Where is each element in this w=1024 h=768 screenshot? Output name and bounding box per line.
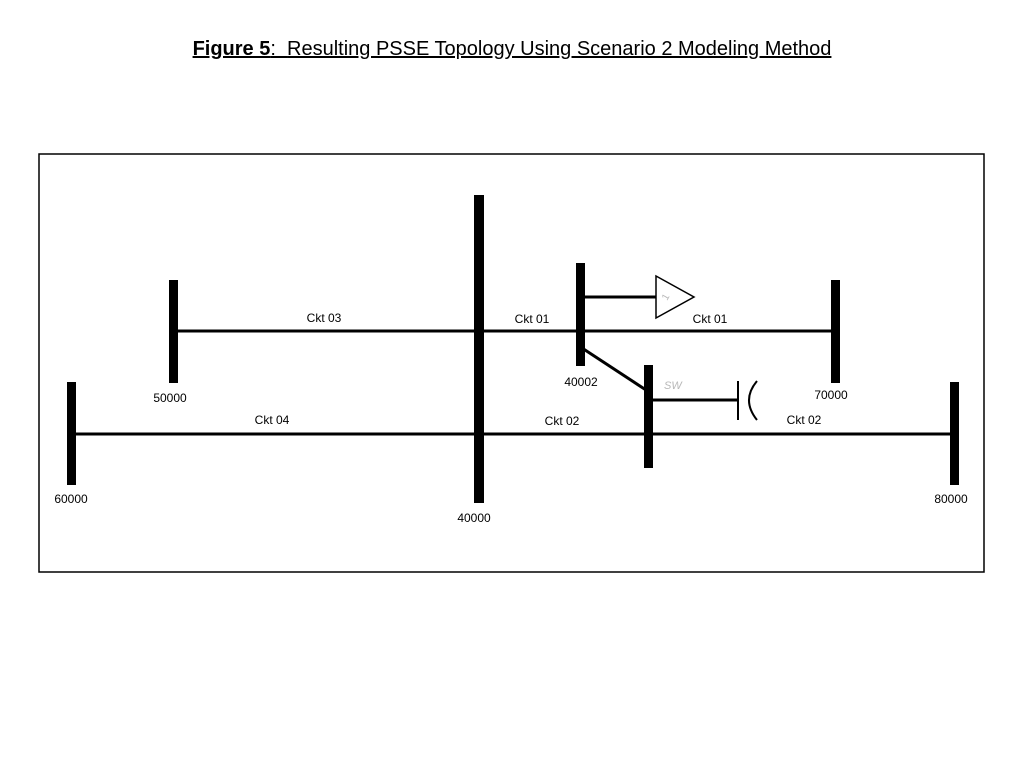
- bus-40002-bar: [576, 263, 585, 366]
- bus-70000-bar: [831, 280, 840, 383]
- figure-separator: :: [270, 38, 288, 60]
- branch-label-ckt01-b: Ckt 01: [693, 312, 728, 326]
- figure-title: Figure 5: Resulting PSSE Topology Using …: [0, 38, 1024, 61]
- branch-label-ckt04: Ckt 04: [255, 413, 290, 427]
- bus-60000-bar: [67, 382, 76, 485]
- branch-label-ckt02-b: Ckt 02: [787, 413, 822, 427]
- bus-label-60000: 60000: [54, 492, 88, 506]
- bus-label-80000: 80000: [934, 492, 968, 506]
- figure-caption: Resulting PSSE Topology Using Scenario 2…: [287, 38, 832, 60]
- branch-label-ckt02-a: Ckt 02: [545, 414, 580, 428]
- capacitor-curve-icon: [748, 380, 758, 421]
- switch-label: SW: [664, 380, 683, 392]
- bus-50000-bar: [169, 280, 178, 383]
- bus-label-70000: 70000: [814, 388, 848, 402]
- branch-label-ckt03: Ckt 03: [307, 311, 342, 325]
- bus-label-40000: 40000: [457, 511, 491, 525]
- switch-connector-line: [581, 346, 647, 392]
- bus-sw-bar: [644, 365, 653, 468]
- bus-80000-bar: [950, 382, 959, 485]
- figure-label: Figure 5: [192, 38, 271, 60]
- bus-40000-bar: [474, 195, 484, 503]
- bus-label-50000: 50000: [153, 391, 187, 405]
- diagram-frame: [38, 153, 985, 573]
- branch-label-ckt01-a: Ckt 01: [515, 312, 550, 326]
- generator-id-label: 1: [660, 292, 673, 303]
- bus-label-40002: 40002: [564, 375, 598, 389]
- generator-icon: [655, 274, 696, 320]
